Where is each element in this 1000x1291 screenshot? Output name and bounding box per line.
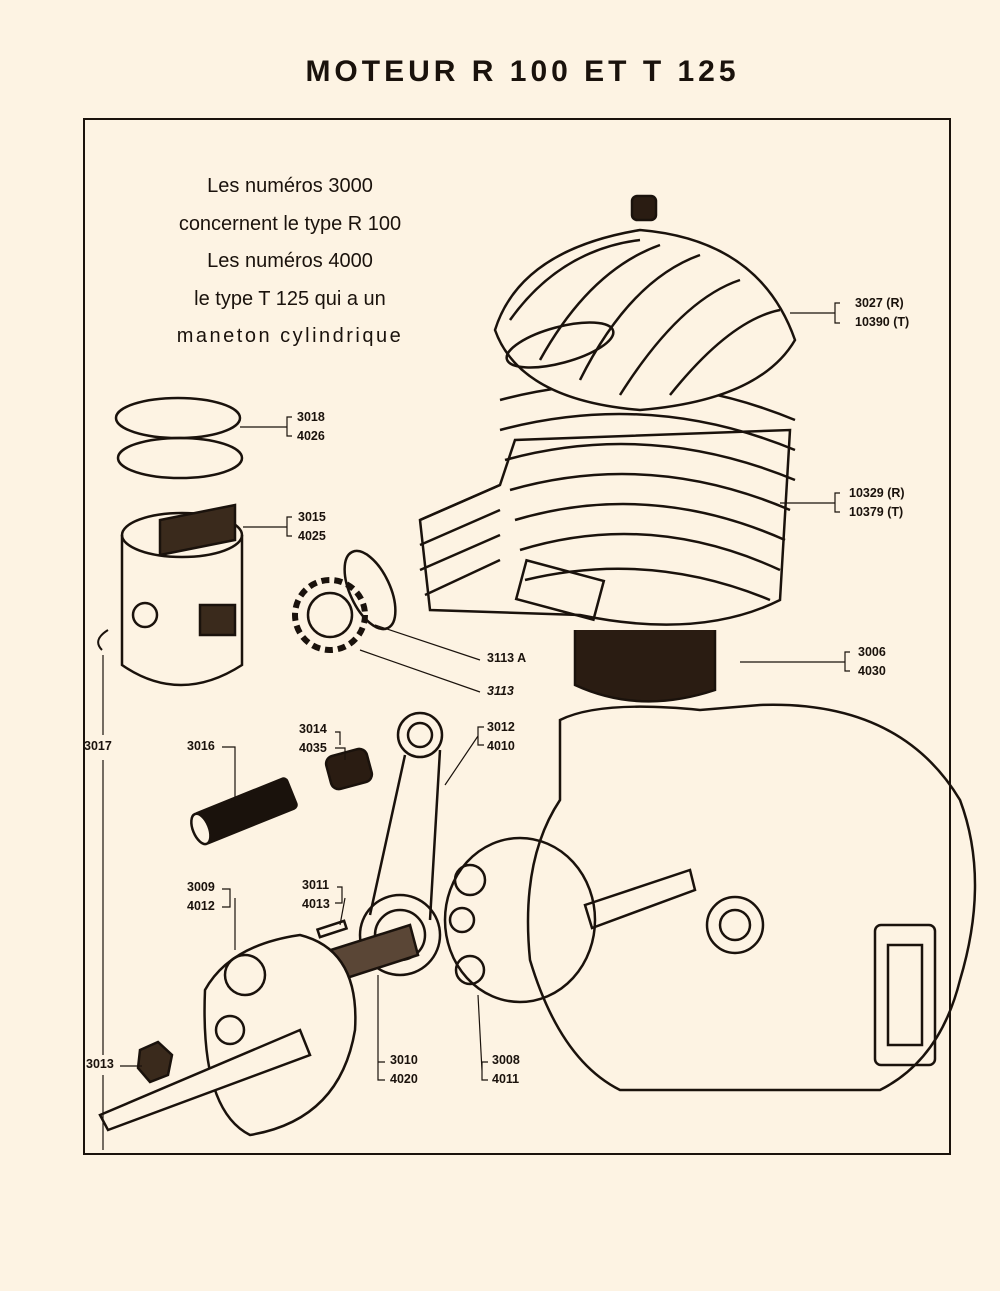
- small-end-bush: [324, 747, 374, 791]
- callout-cylinder-head: 3027 (R) 10390 (T): [855, 294, 909, 332]
- part-number: 3011: [302, 878, 330, 892]
- diagram-title: MOTEUR R 100 ET T 125: [305, 55, 740, 88]
- diagram-frame: [83, 118, 951, 1155]
- part-number-t: 10379 (T): [849, 505, 904, 519]
- note-line: le type T 125 qui a un: [194, 287, 386, 310]
- callout-cylinder: 10329 (R) 10379 (T): [849, 484, 905, 522]
- part-number: 4025: [298, 529, 326, 543]
- piston-ring: [114, 396, 242, 440]
- part-number: 4010: [487, 739, 515, 753]
- part-number: 4020: [390, 1072, 418, 1086]
- note-line: concernent le type R 100: [178, 212, 402, 235]
- part-number: 3006: [858, 645, 886, 659]
- callout-key: 3011 4013: [302, 876, 330, 914]
- piston-ring: [116, 436, 244, 480]
- cylinder-base: [573, 630, 717, 703]
- exhaust-ring: [343, 549, 397, 631]
- part-number: 3009: [187, 880, 215, 894]
- crankcase: [526, 703, 977, 1092]
- exhaust-port: [514, 558, 606, 622]
- callout-small-end-bush: 3014 4035: [299, 720, 327, 758]
- note-line: Les numéros 3000: [207, 175, 373, 197]
- callout-right-flywheel: 3008 4011: [492, 1051, 520, 1089]
- callout-circlip: 3017: [84, 739, 112, 753]
- part-number: 4030: [858, 664, 886, 678]
- key: [315, 919, 349, 939]
- part-number: 4011: [492, 1072, 520, 1086]
- crankcase-bearing: [705, 895, 765, 955]
- right-flywheel: [443, 836, 597, 1004]
- callout-exhaust-ring: 3113 A: [487, 651, 527, 665]
- note-line: maneton cylindrique: [176, 325, 404, 347]
- note-line: Les numéros 4000: [207, 250, 373, 272]
- spark-plug-nut: [630, 194, 658, 222]
- part-number-r: 3027 (R): [855, 296, 904, 310]
- crankcase-flange: [873, 923, 937, 1067]
- callout-piston-pin: 3016: [187, 739, 215, 753]
- callout-cylinder-base: 3006 4030: [858, 643, 886, 681]
- cylinder: [418, 382, 796, 626]
- callout-crankpin: 3010 4020: [390, 1051, 418, 1089]
- piston: [120, 503, 244, 687]
- part-number-r: 10329 (R): [849, 486, 905, 500]
- callout-exhaust-nut: 3113: [487, 684, 514, 698]
- callout-connecting-rod: 3012 4010: [487, 718, 515, 756]
- piston-pin: [190, 777, 298, 846]
- crankshaft: [98, 1028, 312, 1132]
- cylinder-head: [493, 228, 797, 412]
- part-number: 3010: [390, 1053, 418, 1067]
- part-number: 3015: [298, 510, 326, 524]
- main-shaft: [583, 868, 697, 930]
- callout-piston: 3015 4025: [298, 508, 326, 546]
- circlip: [97, 629, 109, 651]
- callout-left-flywheel: 3009 4012: [187, 878, 215, 916]
- part-number-t: 10390 (T): [855, 315, 910, 329]
- left-flywheel: [203, 933, 357, 1137]
- part-number: 4012: [187, 899, 215, 913]
- part-number: 3008: [492, 1053, 520, 1067]
- part-number: 3014: [299, 722, 327, 736]
- exhaust-nut: [292, 577, 368, 653]
- part-number: 4013: [302, 897, 330, 911]
- callout-piston-rings: 3018 4026: [297, 408, 325, 446]
- callout-crankshaft-nut: 3013: [86, 1057, 114, 1071]
- part-number: 4026: [297, 429, 325, 443]
- crankshaft-nut: [136, 1040, 174, 1084]
- part-number: 3018: [297, 410, 325, 424]
- part-number: 3012: [487, 720, 515, 734]
- part-number: 4035: [299, 741, 327, 755]
- type-note: Les numéros 3000 concernent le type R 10…: [140, 168, 440, 356]
- connecting-rod: [358, 711, 444, 977]
